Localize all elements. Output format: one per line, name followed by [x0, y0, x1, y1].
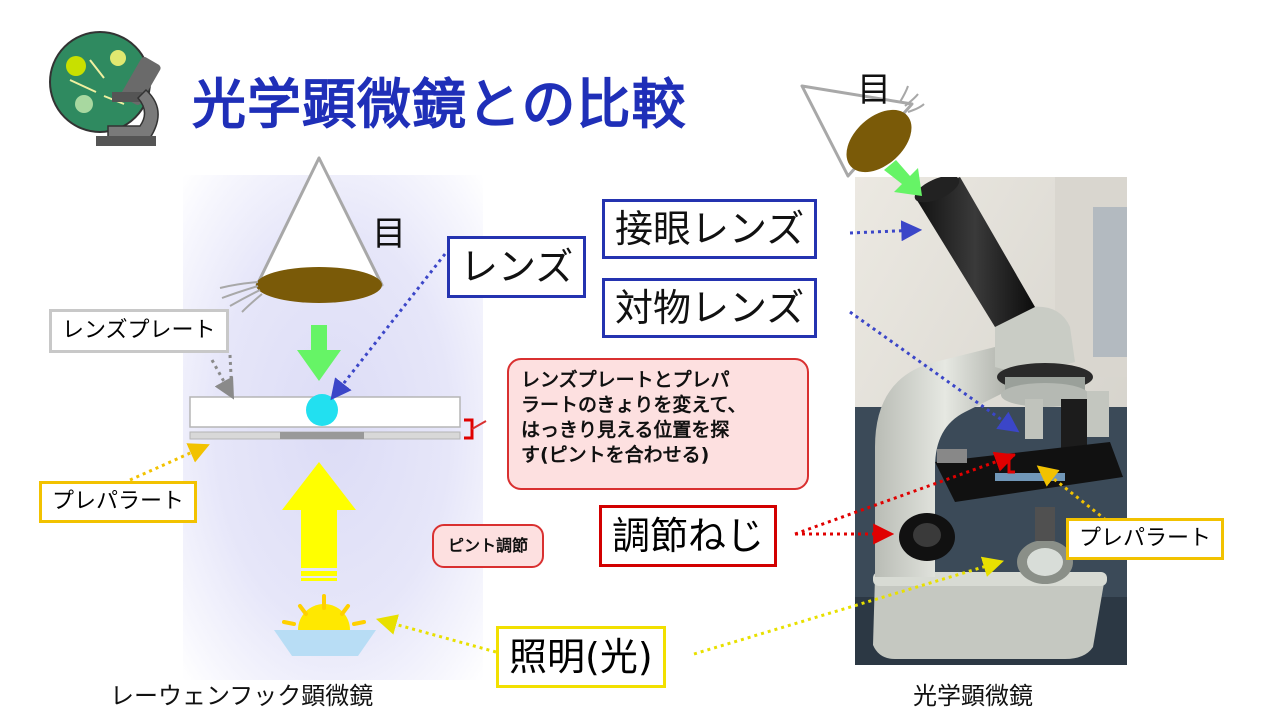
page-title: 光学顕微鏡との比較 — [192, 73, 687, 136]
callout-line-1: レンズプレートとプレパ — [521, 369, 730, 391]
focus-knob-label: 調節ねじ — [599, 505, 778, 567]
lens-label: レンズ — [447, 236, 587, 298]
eyepiece-label: 接眼レンズ — [602, 199, 818, 259]
preparat-label-right: プレパラート — [1066, 518, 1225, 560]
preparat-label-left: プレパラート — [39, 481, 198, 523]
eye-icon-right — [800, 84, 925, 178]
sun-icon — [274, 594, 376, 656]
objective-label: 対物レンズ — [602, 278, 818, 338]
callout-line-3: はっきり見える位置を探 — [521, 419, 730, 441]
green-light-arrow — [297, 325, 341, 381]
caption-leeuwenhoek: レーウェンフック顕微鏡 — [110, 682, 374, 710]
microscope-logo-icon — [49, 31, 161, 146]
callout-line-2: ラートのきょりを変えて、 — [521, 394, 747, 416]
eye-label-left: 目 — [372, 214, 406, 254]
callout-line-4: す(ピントを合わせる) — [521, 444, 710, 466]
yellow-light-arrow — [282, 462, 356, 568]
eye-label-right: 目 — [857, 70, 891, 110]
caption-optical: 光学顕微鏡 — [913, 682, 1033, 710]
lens-plate-label: レンズプレート — [49, 309, 229, 353]
lens-bead-shape — [306, 394, 338, 426]
green-arrow-right — [884, 160, 922, 196]
focus-adjust-badge: ピント調節 — [432, 524, 545, 568]
eye-icon — [219, 156, 384, 313]
illumination-label: 照明(光) — [496, 626, 666, 688]
optical-microscope-photo — [855, 177, 1127, 665]
focus-explanation-callout: レンズプレートとプレパ ラートのきょりを変えて、 はっきり見える位置を探 す(ピ… — [507, 358, 809, 490]
